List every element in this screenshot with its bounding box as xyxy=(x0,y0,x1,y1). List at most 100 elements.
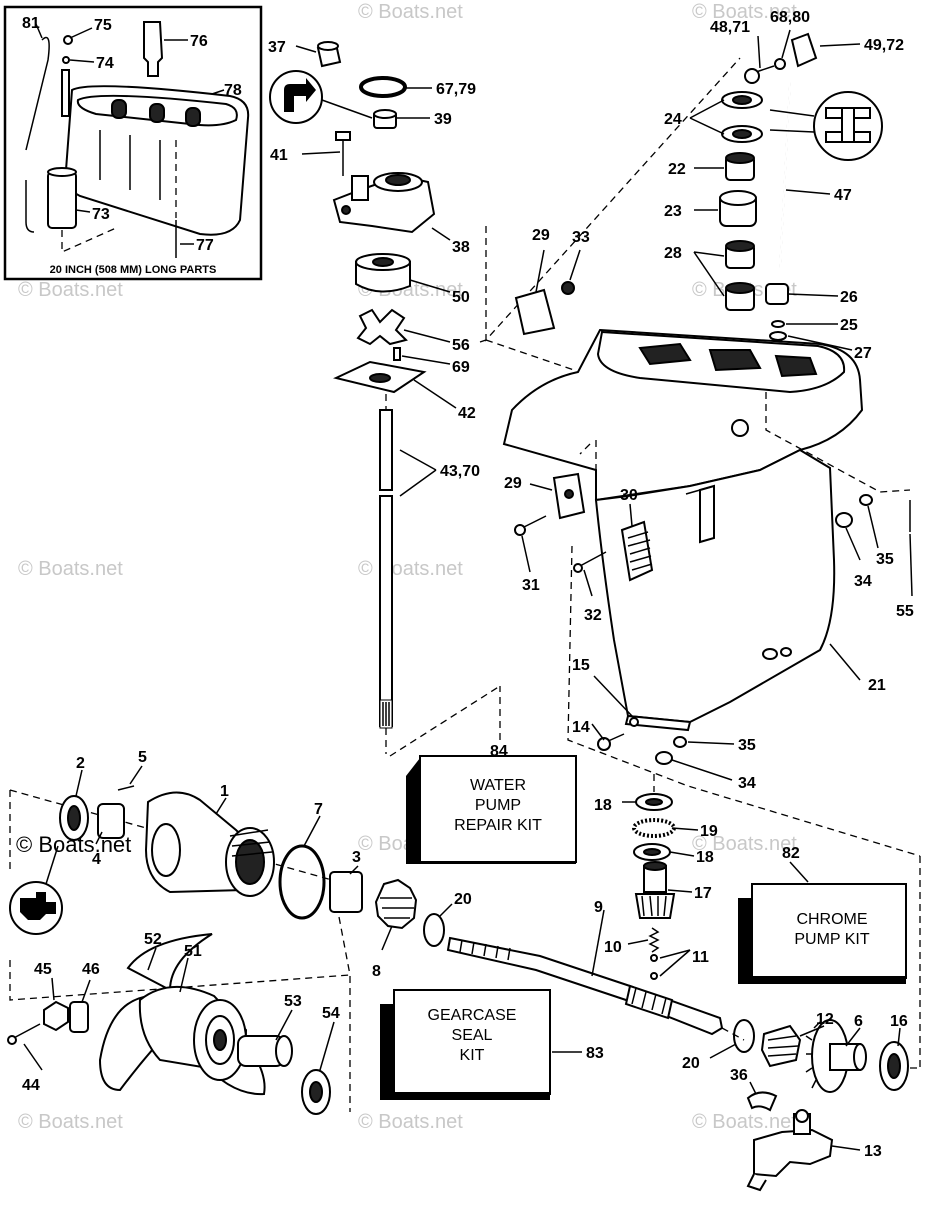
inset-long-parts: 81 75 74 76 78 73 77 20 INCH (508 MM) LO… xyxy=(3,5,263,281)
callout-14: 14 xyxy=(572,719,590,736)
retainer-36 xyxy=(746,1091,778,1112)
watermark: © Boats.net xyxy=(358,558,463,580)
callout-26: 26 xyxy=(840,289,858,306)
kit-box-83 xyxy=(393,989,551,1095)
callout-76: 76 xyxy=(190,33,208,50)
callout-56: 56 xyxy=(452,337,470,354)
callout-51: 51 xyxy=(184,943,202,960)
callout-25: 25 xyxy=(840,317,858,334)
callout-46: 46 xyxy=(82,961,100,978)
water-pump-assembly: 37 67,79 39 41 38 50 56 69 42 43,70 xyxy=(268,39,480,754)
callout-6: 6 xyxy=(854,1013,863,1030)
callout-7: 7 xyxy=(314,801,323,818)
oring-7 xyxy=(278,844,326,920)
callout-11: 11 xyxy=(692,949,709,966)
kit-gearcase-seal[interactable]: GEARCASE SEAL KIT 83 xyxy=(380,989,604,1100)
gear-8 xyxy=(374,878,418,930)
washer-35a xyxy=(859,494,873,506)
clip-49-72 xyxy=(790,32,818,68)
callout-53: 53 xyxy=(284,993,302,1010)
callout-30: 30 xyxy=(620,487,638,504)
callout-43-70: 43,70 xyxy=(440,463,480,480)
callout-4: 4 xyxy=(92,851,101,868)
callout-17: 17 xyxy=(694,885,712,902)
callout-37: 37 xyxy=(268,39,286,56)
kit-water-pump[interactable]: 84 WATER PUMP REPAIR KIT xyxy=(406,743,577,864)
propeller-51-52 xyxy=(98,933,266,1096)
propeller-shaft-group: 2 5 1 4 7 3 20 8 xyxy=(9,749,472,1112)
callout-23: 23 xyxy=(664,203,682,220)
forward-gear-6 xyxy=(805,1019,867,1093)
plug-34b xyxy=(655,751,673,765)
callout-67-79: 67,79 xyxy=(436,81,476,98)
callout-24: 24 xyxy=(664,111,682,128)
callout-33: 33 xyxy=(572,229,590,246)
callout-18b: 18 xyxy=(696,849,714,866)
bushing-26 xyxy=(765,283,789,305)
watermark: © Boats.net xyxy=(18,1111,123,1133)
callout-45: 45 xyxy=(34,961,52,978)
callout-18a: 18 xyxy=(594,797,612,814)
callout-28: 28 xyxy=(664,245,682,262)
svg-text:PUMP KIT: PUMP KIT xyxy=(794,931,870,948)
washer-20b xyxy=(733,1019,755,1053)
spring-10 xyxy=(648,927,660,953)
callout-81: 81 xyxy=(22,15,40,32)
svg-text:KIT: KIT xyxy=(460,1047,485,1064)
impeller-housing-50 xyxy=(355,253,411,293)
callout-35a: 35 xyxy=(876,551,894,568)
plug-34a xyxy=(835,512,853,528)
propeller-shaft-9 xyxy=(446,936,724,1036)
callout-47: 47 xyxy=(834,187,852,204)
washer-27 xyxy=(769,331,787,341)
callout-15: 15 xyxy=(572,657,590,674)
adapter-76 xyxy=(143,21,164,77)
callout-9: 9 xyxy=(594,899,603,916)
callout-10: 10 xyxy=(604,939,622,956)
svg-text:REPAIR KIT: REPAIR KIT xyxy=(454,817,542,834)
pinion-17 xyxy=(634,861,676,919)
kit-83-number: 83 xyxy=(586,1045,604,1062)
callout-8: 8 xyxy=(372,963,381,980)
exhaust-housing-78 xyxy=(64,85,250,236)
shift-rod-group: 48,71 68,80 49,72 24 22 23 28 26 25 27 4… xyxy=(664,9,904,362)
dashed-outline-left xyxy=(389,685,501,757)
callout-34b: 34 xyxy=(738,775,756,792)
callout-39: 39 xyxy=(434,111,452,128)
shift-yoke-13 xyxy=(746,1109,834,1192)
ball-11 xyxy=(650,954,658,962)
callout-27: 27 xyxy=(854,345,872,362)
callout-41: 41 xyxy=(270,147,288,164)
callout-22: 22 xyxy=(668,161,686,178)
propeller-group: 52 51 45 46 53 54 44 xyxy=(7,931,340,1115)
nut-33 xyxy=(561,281,575,295)
callout-75: 75 xyxy=(94,17,112,34)
bearing-housing-1 xyxy=(144,791,275,897)
callout-55: 55 xyxy=(896,603,914,620)
callout-73: 73 xyxy=(92,206,110,223)
kit-82-number: 82 xyxy=(782,845,800,862)
callout-50: 50 xyxy=(452,289,470,306)
watermark: © Boats.net xyxy=(18,279,123,301)
callout-52: 52 xyxy=(144,931,162,948)
bearing-24 xyxy=(721,91,763,143)
sleeve-73 xyxy=(47,171,77,229)
gearcase-housing-21: 29 33 29 30 31 32 34 35 55 21 15 14 35 3… xyxy=(502,227,921,857)
callout-19: 19 xyxy=(700,823,718,840)
svg-text:PUMP: PUMP xyxy=(475,797,521,814)
svg-text:CHROME: CHROME xyxy=(796,911,867,928)
callout-32: 32 xyxy=(584,607,602,624)
pin-69 xyxy=(393,347,401,361)
oring-67-79 xyxy=(359,76,407,98)
prop-shaft-gears: 9 18 19 18 17 10 11 20 12 6 16 36 13 xyxy=(446,793,909,1192)
callout-16: 16 xyxy=(890,1013,908,1030)
pump-housing-38 xyxy=(332,172,436,234)
washer-35b xyxy=(673,736,687,748)
screw-5 xyxy=(117,785,135,791)
clutch-12 xyxy=(760,1024,802,1068)
kit-chrome-pump[interactable]: 82 CHROME PUMP KIT xyxy=(738,845,907,984)
callout-42: 42 xyxy=(458,405,476,422)
drive-shaft-43-70 xyxy=(379,409,393,729)
grease-icon xyxy=(9,881,63,935)
